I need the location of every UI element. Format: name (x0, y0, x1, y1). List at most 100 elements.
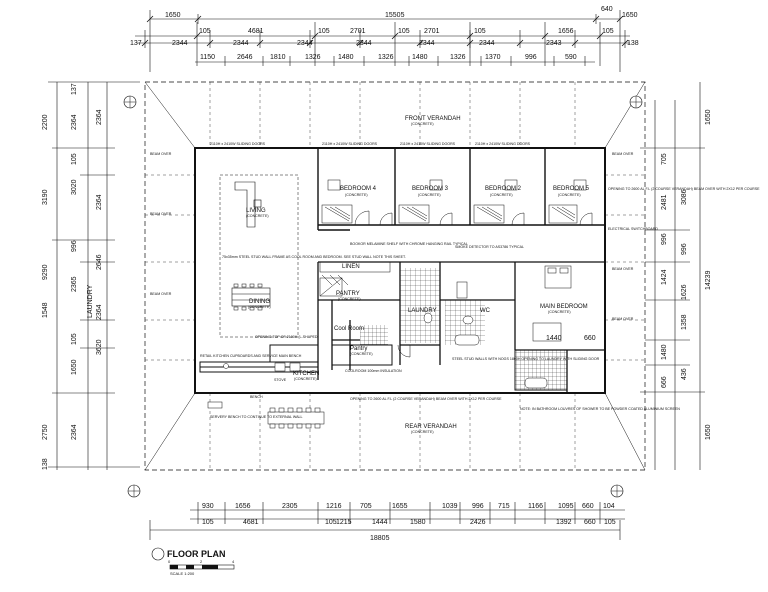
dim-right3-b: 996 (681, 243, 688, 255)
dim-left1-d: 1548 (42, 302, 49, 318)
dim-left2-g: 105 (71, 333, 78, 345)
dim-top-left: 1650 (165, 12, 181, 19)
dim-left3-e: 3620 (96, 339, 103, 355)
dim-inner-1440: 1440 (546, 335, 562, 342)
dim-left3-c: 2646 (96, 254, 103, 270)
dim-left2-f: 2365 (71, 276, 78, 292)
note-kitchen: RETAIL KITCHEN CUPBOARDS AND SERVICE MAI… (200, 354, 302, 358)
note-sliding-doors-1: 2110H x 2410W SLIDING DOORS (210, 142, 266, 146)
note-opening: OPENING TOP OF 2100H (L-SHAPED) (255, 335, 319, 339)
scale-bar (169, 564, 235, 570)
note-stud-wall: 75x35mm STEEL STUD WALL FRAME AS COOL RO… (222, 255, 406, 259)
note-shelf: BOOKOR MELAMINE SHELF WITH CHROME HANGIN… (350, 242, 468, 246)
wc-tiles (360, 325, 388, 345)
main-bedroom-walls (515, 261, 605, 393)
dim-right2-e: 1480 (661, 344, 668, 360)
note-beam-over-2: BEAM OVER (150, 212, 172, 216)
dim-right2-c: 996 (661, 233, 668, 245)
verandah-post-lines (145, 82, 645, 470)
dim-right3-d: 1358 (681, 314, 688, 330)
dim-left1-f: 138 (42, 458, 49, 470)
dim-bot2-j: 105 (604, 519, 616, 526)
dim-top-total: 15505 (385, 12, 405, 19)
top-dimension-lines (135, 10, 630, 72)
dim-top3-b: 2344 (172, 40, 188, 47)
note-sliding-doors-2: 2110H x 2410W SLIDING DOORS (322, 142, 378, 146)
dim-top4-b: 2646 (237, 54, 253, 61)
dim-left2-d: 3020 (71, 179, 78, 195)
dim-top4-d: 1326 (305, 54, 321, 61)
room-cool-room: Cool Room (334, 326, 364, 332)
top-dimension-ticks (141, 15, 629, 47)
label-stove: STOVE (274, 378, 287, 382)
dim-right3-a: 3086 (681, 189, 688, 205)
dim-top-extra: 640 (601, 6, 613, 13)
drawing-title: FLOOR PLAN (167, 549, 226, 559)
room-bedroom-2: BEDROOM 2 (485, 186, 522, 192)
dim-right2-f: 666 (661, 376, 668, 388)
dim-bot1-m: 104 (603, 503, 615, 510)
room-pantry: PANTRY (336, 291, 360, 297)
dim-bot1-h: 996 (472, 503, 484, 510)
label-rear-verandah: REAR VERANDAH (405, 424, 457, 430)
dim-inner-660: 660 (584, 335, 596, 342)
note-bathroom: NOTE: IN BATHROOM LOUVRES OF SHOWER TO B… (520, 407, 680, 411)
dim-left1-a: 2200 (42, 114, 49, 130)
scale-tick-0: 0 (168, 559, 171, 564)
verandah-outline (144, 81, 646, 471)
dim-left1-c: 9290 (42, 264, 49, 280)
dim-top4-g: 1480 (412, 54, 428, 61)
dim-right2-a: 705 (661, 153, 668, 165)
scale-tick-2: 2 (200, 559, 203, 564)
kitchen-benches (199, 344, 319, 373)
dim-top4-i: 1370 (485, 54, 501, 61)
dim-left-laundry: LAUNDRY (87, 284, 94, 318)
dim-left2-a: 137 (71, 83, 78, 95)
right-dimension-lines (640, 82, 705, 470)
dim-bottom-total: 18805 (370, 535, 390, 542)
dining-chairs (233, 283, 263, 311)
room-bedroom-2-floor: (CONCRETE) (490, 193, 513, 197)
dim-bot1-a: 930 (202, 503, 214, 510)
note-rear-opening: OPENING TO 2600 AL F.L (2 COURSE VERANDA… (350, 397, 502, 401)
label-bench: BENCH (250, 395, 263, 399)
dim-top2-d: 2701 (350, 28, 366, 35)
dim-left2-b: 2364 (71, 114, 78, 130)
room-main-bedroom-floor: (CONCRETE) (548, 310, 571, 314)
dim-bot2-h: 1392 (556, 519, 572, 526)
dim-right3-e: 436 (681, 368, 688, 380)
house-outer-walls (194, 147, 606, 394)
dim-left2-c: 105 (71, 153, 78, 165)
room-bedroom-3: BEDROOM 3 (412, 186, 449, 192)
room-living-floor: (CONCRETE) (246, 214, 269, 218)
scale-label: SCALE 1:200 (170, 571, 195, 576)
dim-bot2-d: 1215 (336, 519, 352, 526)
dim-bot1-b: 1656 (235, 503, 251, 510)
dim-bot2-g: 2426 (470, 519, 486, 526)
dim-bot1-f: 1655 (392, 503, 408, 510)
dim-top4-c: 1810 (270, 54, 286, 61)
room-bedroom-4: BEDROOM 4 (340, 186, 377, 192)
room-kitchen: KITCHEN (293, 371, 319, 377)
dim-right1-b: 14239 (705, 270, 712, 290)
dim-bot1-d: 1216 (326, 503, 342, 510)
room-dining: DINING (249, 299, 270, 305)
note-laundry: STEEL STUD WALLS WITH NOGS 1800H OPENING… (452, 357, 600, 361)
bottom-dimension-lines (149, 502, 625, 540)
dim-bot2-c: 105 (325, 519, 337, 526)
bench-stools (207, 401, 325, 429)
bedroom-walls (317, 148, 605, 231)
note-cooling: COOLROOM 100mm INSULATION (345, 369, 402, 373)
wardrobes (321, 204, 578, 224)
dim-top3-a: 137 (130, 40, 142, 47)
room-living: LIVING (246, 208, 266, 214)
dim-bot2-a: 105 (202, 519, 214, 526)
dim-top3-h: 2343 (546, 40, 562, 47)
room-dining-floor: (CONCRETE) (248, 305, 271, 309)
dim-bot1-k: 1095 (558, 503, 574, 510)
dim-top4-a: 1150 (200, 54, 215, 61)
verandah-roof-hips (144, 81, 646, 471)
dim-left2-i: 2364 (71, 424, 78, 440)
dim-top4-j: 996 (525, 54, 537, 61)
